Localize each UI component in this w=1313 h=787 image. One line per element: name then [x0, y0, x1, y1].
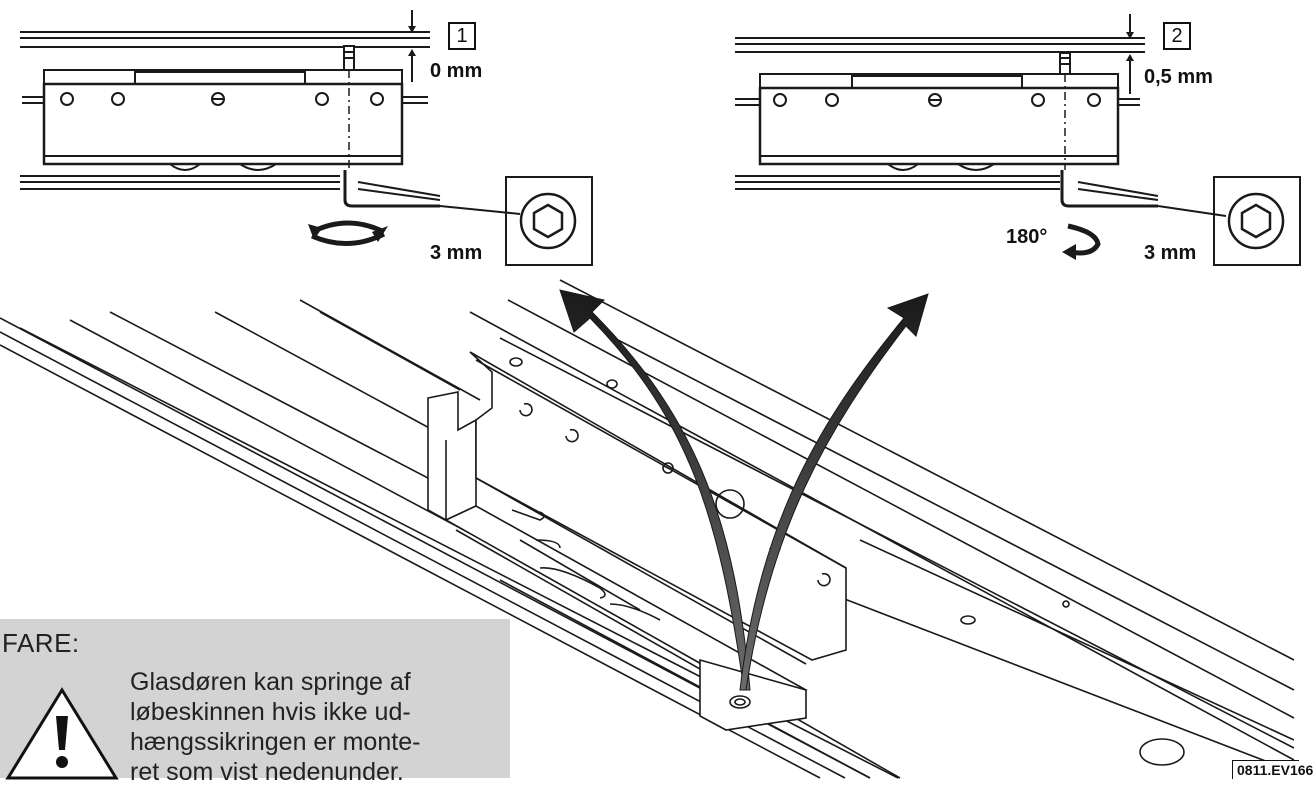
warning-line: løbeskinnen hvis ikke ud- — [130, 698, 411, 726]
callout-arrows — [559, 289, 929, 691]
warning-line: hængssikringen er monte- — [130, 728, 421, 756]
detail-1-drawing — [20, 10, 593, 266]
installation-diagram: 1 0 mm 3 mm 2 0,5 mm 180° 3 mm FARE: Gla… — [0, 10, 1313, 786]
isometric-rail-view — [0, 279, 1295, 779]
warning-text: Glasdøren kan springe af løbeskinnen hvi… — [130, 667, 505, 787]
drawing-code: 0811.EV166 — [1232, 760, 1313, 779]
detail-2-step-number: 2 — [1163, 22, 1191, 50]
detail-2-rotation-label: 180° — [1006, 226, 1048, 248]
detail-2-drawing — [735, 14, 1301, 266]
detail-1-step-number: 1 — [448, 22, 476, 50]
detail-2-gap-label: 0,5 mm — [1144, 66, 1213, 88]
detail-1-key-size-label: 3 mm — [430, 242, 483, 264]
detail-1-gap-label: 0 mm — [430, 60, 483, 82]
warning-line: ret som vist nedenunder. — [130, 758, 404, 786]
warning-triangle-icon — [5, 687, 119, 780]
warning-line: Glasdøren kan springe af — [130, 668, 411, 696]
detail-2-key-size-label: 3 mm — [1144, 242, 1197, 264]
warning-title: FARE: — [2, 628, 80, 658]
